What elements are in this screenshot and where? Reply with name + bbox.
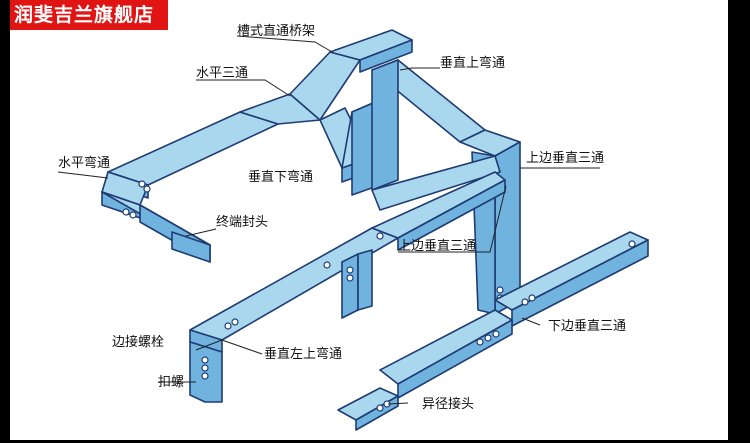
vertical-left-up-elbow-section bbox=[189, 341, 223, 403]
leader-lines bbox=[57, 35, 600, 405]
label-horizontal-elbow: 水平弯通 bbox=[58, 155, 110, 171]
horizontal-elbow-section bbox=[101, 111, 279, 263]
label-trough-bridge: 槽式直通桥架 bbox=[237, 24, 315, 39]
horizontal-tee-section bbox=[239, 29, 413, 183]
upper-edge-vertical-tee-drop bbox=[341, 249, 373, 319]
lower-edge-vertical-tee-section bbox=[494, 231, 649, 327]
label-upper-edge-vertical-tee-2: 上边垂直三通 bbox=[398, 239, 476, 254]
label-horizontal-tee: 水平三通 bbox=[196, 66, 248, 81]
label-buckle-nut: 扣螺 bbox=[158, 375, 184, 390]
vertical-up-elbow-section bbox=[371, 59, 521, 315]
reducer-joint-section bbox=[337, 309, 513, 431]
label-end-cap: 终端封头 bbox=[216, 214, 268, 230]
frame-right-border bbox=[728, 0, 750, 443]
label-vertical-up-elbow: 垂直上弯通 bbox=[440, 55, 505, 71]
label-reducer-joint: 异径接头 bbox=[422, 396, 474, 412]
main-straight-run bbox=[189, 155, 506, 353]
label-upper-edge-vertical-tee-1: 上边垂直三通 bbox=[526, 151, 604, 166]
label-vertical-left-up-elbow: 垂直左上弯通 bbox=[264, 346, 342, 362]
frame-left-border bbox=[0, 0, 10, 443]
frame-bottom-border bbox=[0, 440, 750, 443]
shop-name-badge: 润斐吉兰旗舰店 bbox=[0, 0, 168, 30]
label-lower-edge-vertical-tee: 下边垂直三通 bbox=[548, 319, 626, 334]
label-edge-bolt: 边接螺栓 bbox=[112, 334, 164, 350]
label-vertical-down-elbow: 垂直下弯通 bbox=[248, 169, 313, 185]
